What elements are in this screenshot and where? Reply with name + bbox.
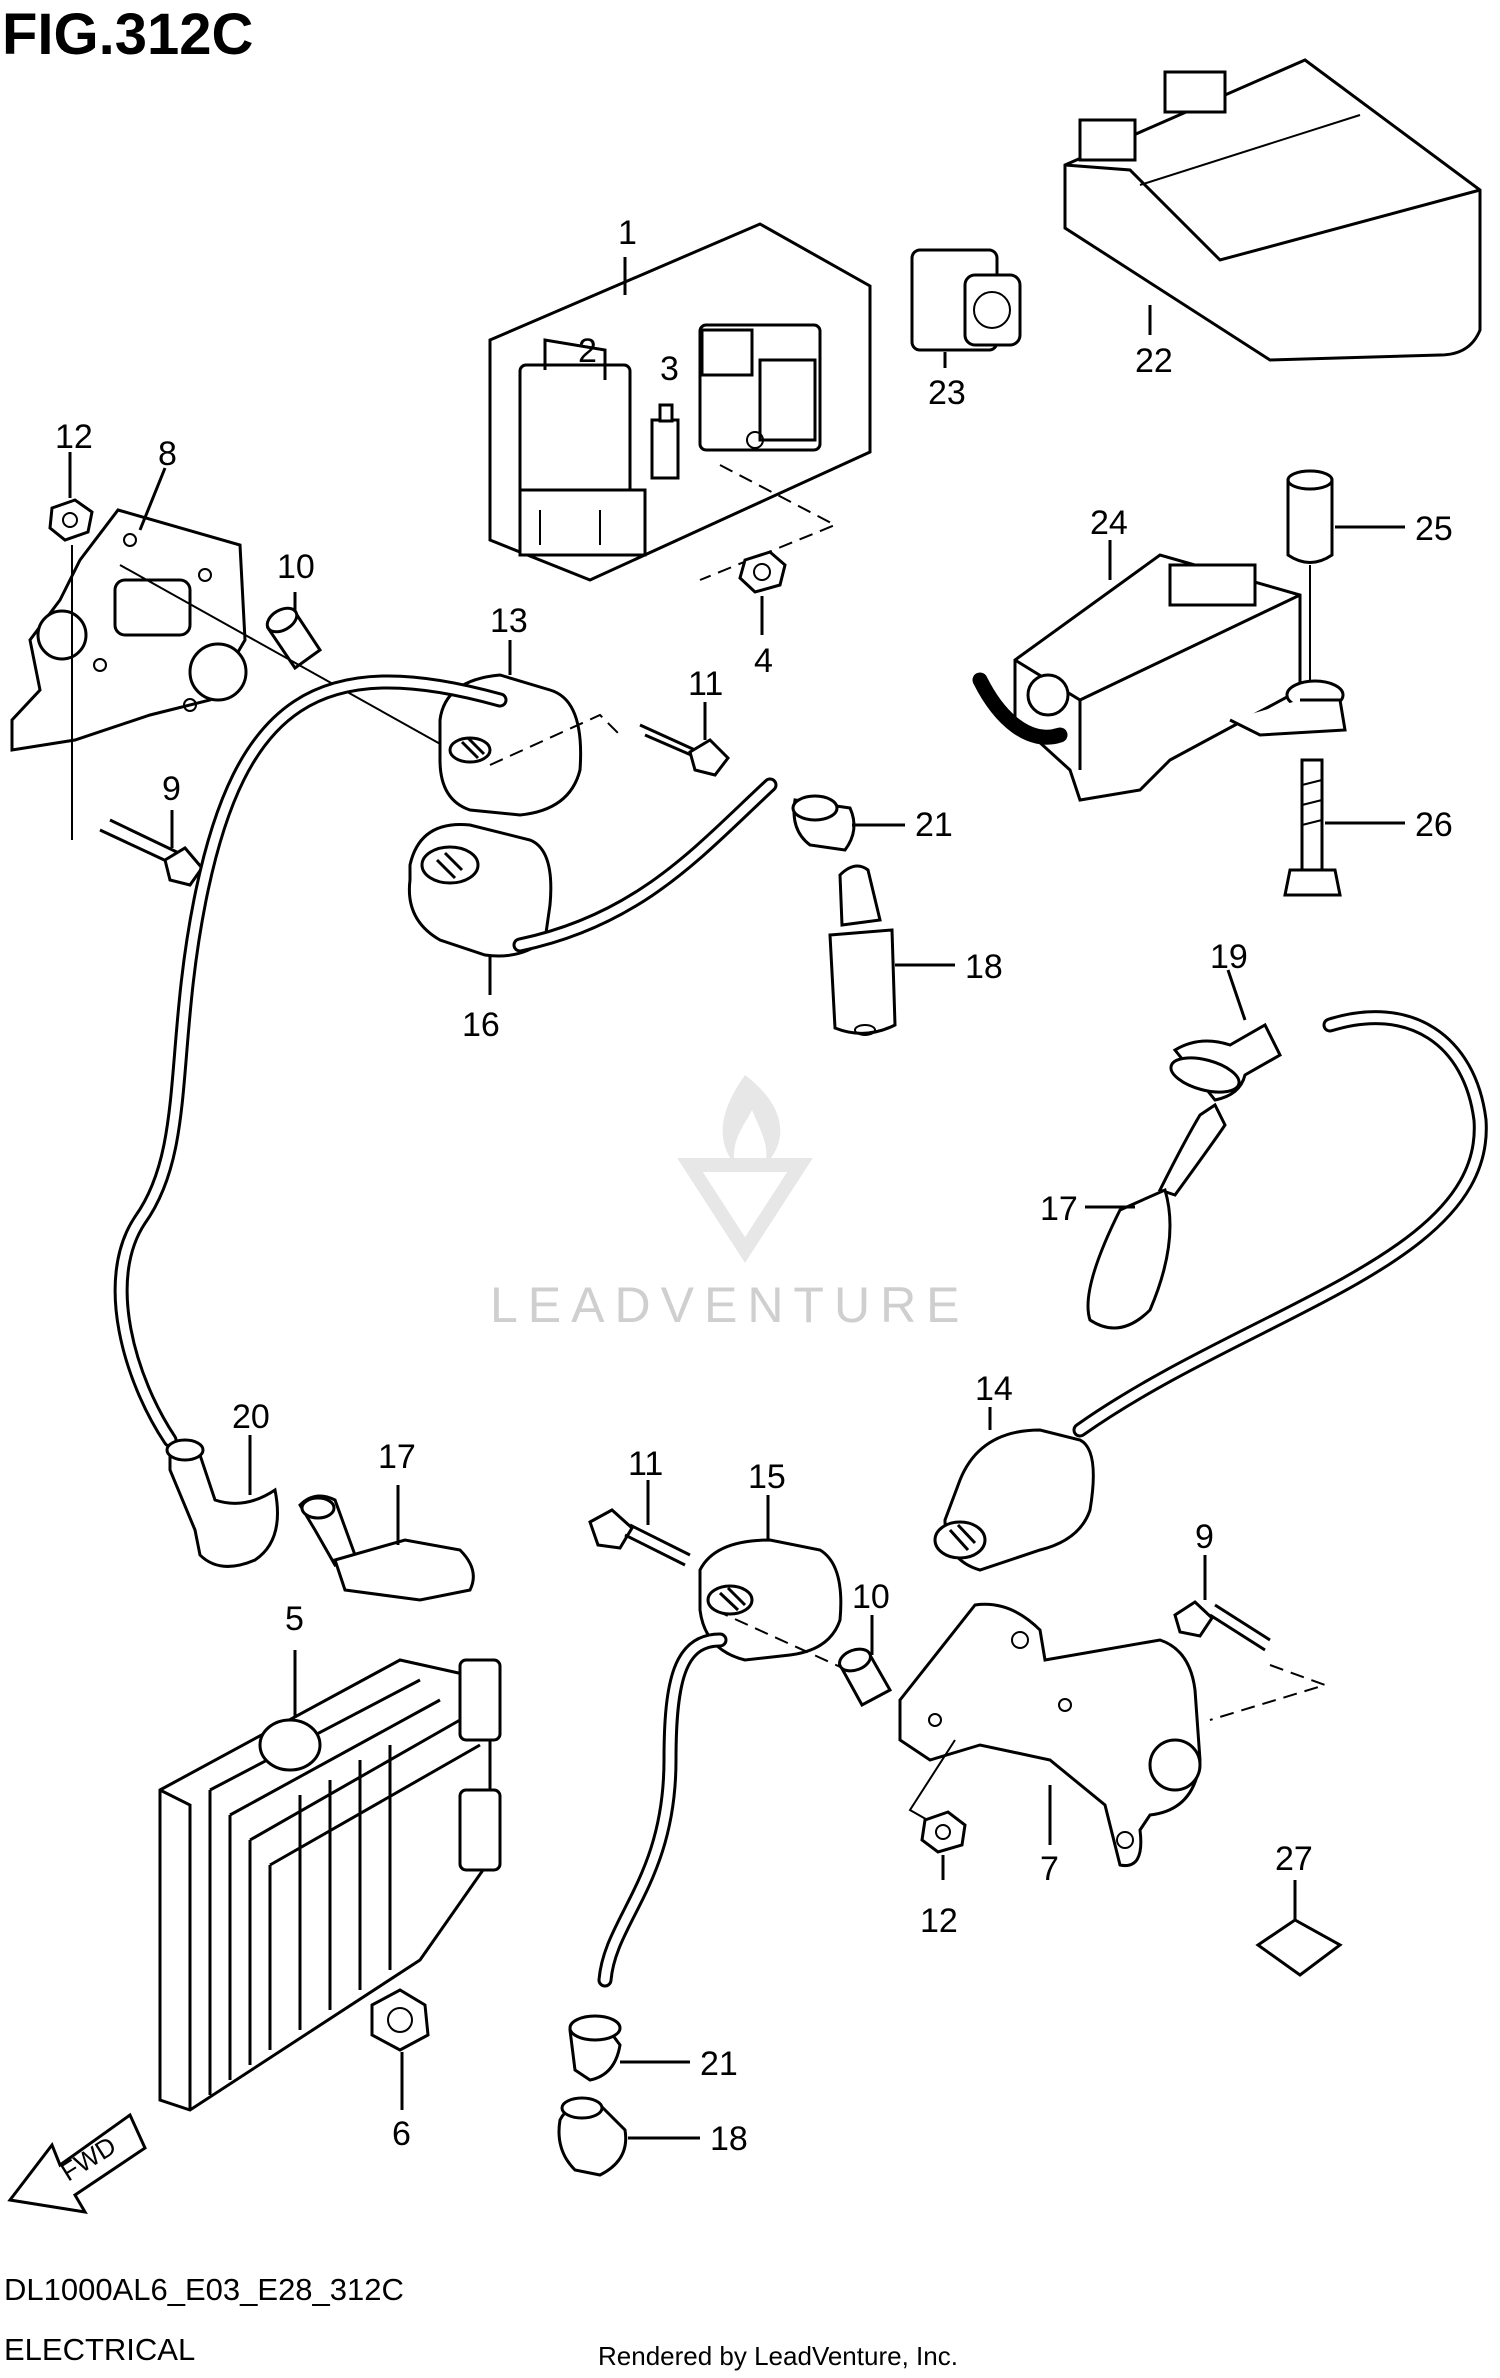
- callout-21-lower: 21: [700, 2045, 738, 2083]
- part-2-relay: [518, 338, 647, 557]
- callout-1: 1: [618, 214, 637, 252]
- part-10-spacer-upper: [119, 564, 461, 756]
- part-17-plug-cap-right: [1085, 1102, 1227, 1330]
- callout-18-lower: 18: [710, 2120, 748, 2158]
- callout-17-left: 17: [378, 1438, 416, 1476]
- part-16-ignition-coil: [407, 823, 553, 995]
- rendered-by: Rendered by LeadVenture, Inc.: [598, 2341, 958, 2371]
- part-19-elbow: [1169, 969, 1282, 1102]
- part-3-fuse: [650, 403, 680, 480]
- callout-9-lower: 9: [1195, 1518, 1214, 1556]
- part-4-bolt: [738, 550, 787, 635]
- part-12-nut-lower: [920, 1810, 967, 1880]
- fwd-arrow-icon: FWD: [7, 2112, 147, 2214]
- callout-17-right: 17: [1040, 1190, 1078, 1228]
- callout-18-upper: 18: [965, 948, 1003, 986]
- starter-relay: [698, 323, 822, 452]
- part-6-nut: [370, 1988, 430, 2110]
- relay-kit-box: [488, 222, 872, 582]
- part-21-cap-upper: [791, 794, 905, 852]
- callout-14: 14: [975, 1370, 1013, 1408]
- section-name: ELECTRICAL: [4, 2332, 195, 2367]
- callout-6: 6: [392, 2115, 411, 2153]
- part-23-connector: [910, 248, 1022, 368]
- callout-24: 24: [1090, 504, 1128, 542]
- part-10-spacer-lower: [837, 1615, 893, 1708]
- callout-8: 8: [158, 435, 177, 473]
- callout-26: 26: [1415, 806, 1453, 844]
- callout-2: 2: [578, 332, 597, 370]
- part-15-ignition-coil: [698, 1495, 881, 1686]
- callout-25: 25: [1415, 510, 1453, 548]
- callout-12-lower: 12: [920, 1902, 958, 1940]
- watermark-logo: [677, 1075, 813, 1263]
- part-13-ignition-coil: [438, 640, 621, 817]
- part-11-bolt-lower: [588, 1480, 691, 1567]
- callout-10-lower: 10: [852, 1578, 890, 1616]
- part-14-ignition-coil: [933, 1407, 1095, 1572]
- part-21-cap-lower: [568, 2014, 690, 2082]
- callout-15: 15: [748, 1458, 786, 1496]
- callout-11-lower: 11: [628, 1445, 663, 1483]
- part-26-bolt: [1229, 679, 1405, 897]
- watermark-text: LEADVENTURE: [490, 1277, 970, 1333]
- part-22-ecm: [1063, 58, 1482, 362]
- part-17-plug-cap-left: [298, 1485, 475, 1602]
- part-7-bracket: [898, 1602, 1202, 1868]
- callout-23: 23: [928, 374, 966, 412]
- figure-title: FIG.312C: [2, 2, 253, 67]
- callout-21-upper: 21: [915, 806, 953, 844]
- callout-4: 4: [754, 642, 773, 680]
- callout-12-upper: 12: [55, 418, 93, 456]
- part-24-module: [972, 540, 1302, 802]
- part-12-nut-upper: [48, 452, 94, 542]
- part-25-spacer: [1286, 469, 1405, 690]
- callout-20: 20: [232, 1398, 270, 1436]
- callout-3: 3: [660, 350, 679, 388]
- callout-11-upper: 11: [688, 665, 723, 703]
- part-9-bolt-upper: [99, 810, 204, 887]
- callout-9-upper: 9: [162, 770, 181, 808]
- callout-10-upper: 10: [277, 548, 315, 586]
- callout-19: 19: [1210, 938, 1248, 976]
- callout-labels: 1 2 3 4 5 6 7 8 9 9 10 10 11 11 12 12 13…: [55, 214, 1453, 2158]
- part-9-bolt-lower: [1173, 1555, 1329, 1721]
- callout-13: 13: [490, 602, 528, 640]
- callout-22: 22: [1135, 342, 1173, 380]
- callout-16: 16: [462, 1006, 500, 1044]
- part-5-regulator: [158, 1650, 502, 2112]
- part-27-label: [1255, 1880, 1343, 1977]
- part-18-boot-upper: [828, 864, 955, 1036]
- part-8-bracket: [10, 467, 248, 752]
- callout-5: 5: [285, 1600, 304, 1638]
- callout-27: 27: [1275, 1840, 1313, 1878]
- part-11-bolt-upper: [639, 702, 730, 777]
- part-20-elbow-cap: [165, 1435, 279, 1568]
- callout-7: 7: [1040, 1850, 1059, 1888]
- part-18-boot-lower: [557, 2096, 700, 2177]
- model-code: DL1000AL6_E03_E28_312C: [4, 2272, 404, 2307]
